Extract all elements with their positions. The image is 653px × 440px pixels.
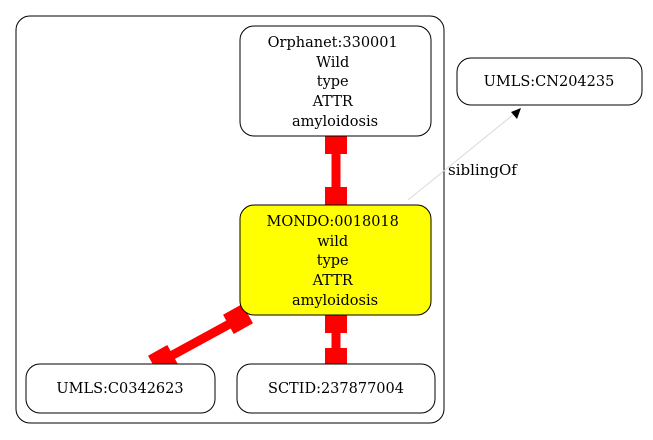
sibling-edge-line: [407, 113, 515, 201]
svg-text:Orphanet:330001 Wild: Orphanet:330001 Wild type ATTR amyloidos…: [268, 35, 403, 130]
node-umls-c-box[interactable]: [25, 363, 216, 414]
cluster-box: [15, 15, 445, 424]
node-mondo-box[interactable]: [239, 204, 432, 316]
node-orphanet-line-4: ATTR: [312, 94, 354, 110]
node-orphanet-line-5: amyloidosis: [292, 114, 378, 130]
node-mondo-line-1: MONDO:0018018: [266, 214, 398, 230]
node-sctid-box[interactable]: [236, 363, 436, 414]
node-mondo-line-4: ATTR: [312, 273, 354, 289]
node-umls-cn-box[interactable]: [456, 57, 643, 106]
node-umls-cn-label: UMLS:CN204235: [484, 74, 615, 90]
edge-orphanet-mondo-cap-bottom: [325, 187, 347, 209]
svg-text:MONDO:0018018 wild: MONDO:0018018 wild type ATTR amyloidosis: [266, 214, 403, 309]
node-orphanet[interactable]: Orphanet:330001 Wild type ATTR amyloidos…: [239, 25, 432, 137]
node-sctid[interactable]: SCTID:237877004: [236, 363, 436, 414]
node-mondo[interactable]: MONDO:0018018 wild type ATTR amyloidosis: [239, 204, 432, 316]
node-mondo-line-2: wild: [317, 234, 348, 250]
node-umls-c[interactable]: UMLS:C0342623: [25, 363, 216, 414]
edge-orphanet-mondo-cap-top: [325, 132, 347, 154]
edge-mondo-sctid-cap-top: [325, 311, 347, 333]
node-orphanet-line-3: type: [317, 74, 349, 90]
node-orphanet-line-2: Wild: [316, 55, 349, 71]
node-orphanet-line-1: Orphanet:330001: [268, 35, 398, 51]
node-umls-c-label: UMLS:C0342623: [56, 381, 183, 397]
edge-mondo-sctid: [325, 311, 347, 370]
node-mondo-line-5: amyloidosis: [292, 293, 378, 309]
node-umls-cn[interactable]: UMLS:CN204235: [456, 57, 643, 106]
node-orphanet-box[interactable]: [239, 25, 432, 137]
sibling-edge-arrowhead: [511, 108, 521, 119]
node-sctid-label: SCTID:237877004: [268, 381, 404, 397]
edge-orphanet-mondo: [325, 132, 347, 209]
node-mondo-line-3: type: [317, 253, 349, 269]
sibling-edge: siblingOf: [407, 108, 521, 201]
sibling-edge-label: siblingOf: [448, 161, 518, 179]
